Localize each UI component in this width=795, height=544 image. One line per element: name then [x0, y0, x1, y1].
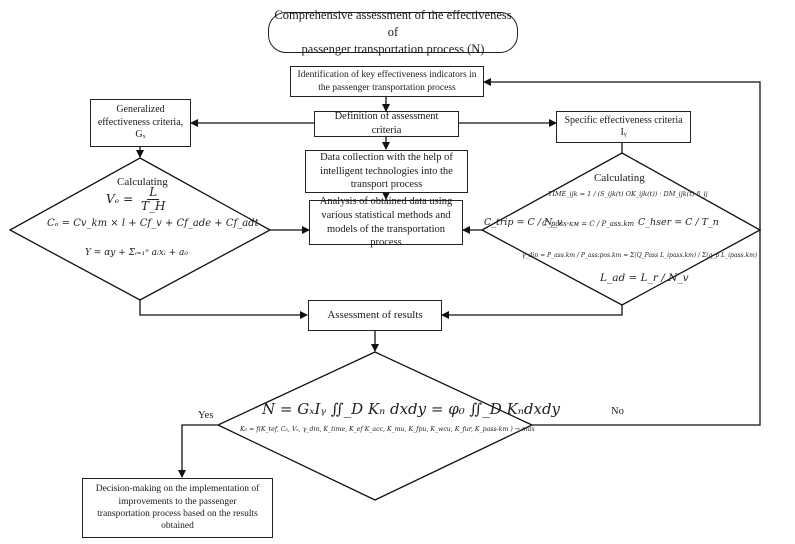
right-calc-title: Calculating [594, 172, 645, 184]
ve-denominator: T_H [141, 199, 166, 214]
edge-leftcalc-assessment [139, 300, 308, 319]
chser-formula: C_hser = C / T_n [638, 217, 719, 228]
specific-criteria-box: Specific effectiveness criteria Iᵧ [556, 111, 691, 143]
analysis-box: Analysis of obtained data using various … [309, 196, 463, 248]
assessment-box: Assessment of results [308, 300, 442, 331]
lad-formula: L_ad = L_r / N_v [600, 272, 689, 284]
edge-no-feedback [483, 78, 761, 426]
analysis-text: Analysis of obtained data using various … [319, 196, 453, 249]
data-collection-text: Data collection with the help of intelli… [320, 152, 453, 191]
title-text: Comprehensive assessment of the effectiv… [274, 8, 512, 56]
left-calc-title: Calculating [117, 176, 168, 188]
k0-formula: K₀ = f(K_tef, C₀, Vₑ, γ_din, K_time, K_e… [240, 426, 535, 433]
title-box: Comprehensive assessment of the effectiv… [268, 8, 518, 56]
identification-text: Identification of key effectiveness indi… [297, 70, 477, 93]
definition-box: Definition of assessment criteria [314, 111, 459, 137]
assessment-text: Assessment of results [327, 309, 423, 322]
left-calculation-diamond [8, 157, 272, 301]
edge-rightcalc-assessment [441, 305, 623, 319]
edge-yes [178, 424, 218, 478]
ydin-formula: γ_din = P_ass.km / P_ass.pos.km = Σ(Q_Pa… [522, 252, 758, 259]
generalized-text: Generalized effectiveness criteria, Gₓ [97, 104, 184, 141]
right-calculation-diamond [480, 152, 762, 306]
time-formula: TIME_ijk = 1 / (S_ijk(t) OK_ijk(t)) · DM… [548, 190, 708, 198]
ctrip-formula: C_trip = C / N_v [484, 217, 563, 228]
ve-numerator: L [147, 185, 160, 201]
definition-text: Definition of assessment criteria [334, 111, 439, 136]
decision-making-box: Decision-making on the implementation of… [82, 478, 273, 538]
yes-label: Yes [198, 410, 214, 421]
generalized-criteria-box: Generalized effectiveness criteria, Gₓ [90, 99, 191, 147]
decision-diamond [216, 351, 534, 501]
y-formula: Y = αy + Σᵢ₌₁ⁿ aᵢxᵢ + a₀ [85, 248, 188, 258]
cpass-formula: C_pass-км = C / P_ass.km [542, 220, 635, 228]
decision-making-text: Decision-making on the implementation of… [95, 484, 260, 532]
specific-text: Specific effectiveness criteria Iᵧ [564, 114, 683, 139]
identification-box: Identification of key effectiveness indi… [290, 66, 484, 97]
co-formula: Cₒ = Cv_km × l + Cf_v + Cf_ade + Cf_adt [47, 218, 259, 229]
no-label: No [611, 406, 624, 417]
n-formula: N = GₓIᵧ ∬_D Kₙ dxdy = φ₀ ∬_D Kₙdxdy [262, 400, 561, 418]
data-collection-box: Data collection with the help of intelli… [305, 150, 468, 193]
